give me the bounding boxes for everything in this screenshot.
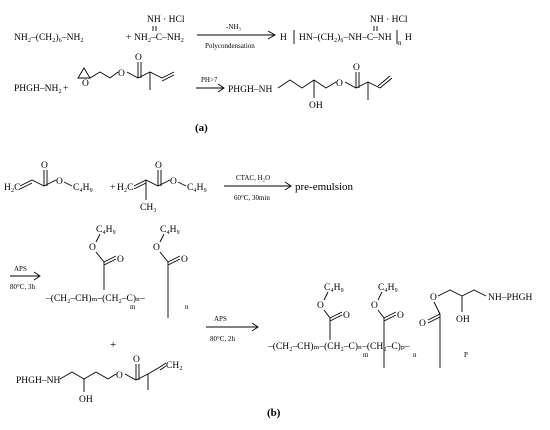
- phgh-nh-group: PHGH–NH: [16, 376, 60, 386]
- polymer-end-h: H: [280, 33, 287, 43]
- butyl-group: C₄H₉: [73, 183, 93, 193]
- polymer-end-h: H: [405, 33, 412, 43]
- ester-oxygen: O: [118, 69, 125, 79]
- carbonyl-oxygen: O: [353, 63, 360, 73]
- vinyl-group: H₂C: [117, 183, 134, 193]
- arrow-condition-top: PH>7: [201, 76, 218, 84]
- ester-oxygen: O: [430, 293, 437, 303]
- subscript-n: n: [185, 303, 189, 311]
- subscript-m: m: [363, 351, 369, 359]
- subscript-n: n: [413, 351, 417, 359]
- carbonyl-oxygen: O: [133, 355, 140, 365]
- vinyl-group: H₂C: [4, 183, 21, 193]
- butyl-group: C₄H₉: [187, 183, 207, 193]
- guanidine-hcl-label: NH · HCl: [147, 15, 185, 25]
- phgh-repeat-unit: HN–(CH₂)₆–NH–C–NH: [299, 32, 392, 43]
- ester-oxygen: O: [371, 301, 378, 311]
- ester-oxygen: O: [116, 371, 123, 381]
- butyl-acrylate: O O C₄H₉: [19, 161, 93, 193]
- butyl-group: C₄H₉: [96, 225, 116, 235]
- butyl-group: C₄H₉: [378, 283, 398, 293]
- guanidine-structure: NH₂–C–NH₂: [134, 33, 184, 43]
- carbonyl-oxygen: O: [135, 53, 142, 63]
- arrow-head: [267, 30, 276, 40]
- carbonyl-oxygen: O: [155, 161, 162, 171]
- subscript-m: m: [130, 303, 136, 311]
- methylene-group: CH₂: [166, 361, 183, 371]
- ester-oxygen: O: [317, 301, 324, 311]
- hydroxyl-group: OH: [456, 315, 470, 325]
- scheme-a: NH₂–(CH₂)₆–NH₂ + NH · HCl NH₂–C–NH₂ -NH₃…: [14, 15, 412, 134]
- scheme-b: H₂C O O C₄H₉ + H₂C CH₃ O O C₄H₉ CTAC,: [4, 161, 532, 419]
- arrow-head: [217, 83, 225, 93]
- carbonyl-oxygen: O: [343, 311, 350, 321]
- pre-emulsion-label: pre-emulsion: [295, 181, 354, 193]
- hexamethylenediamine: NH₂–(CH₂)₆–NH₂: [14, 32, 84, 43]
- glycidyl-methacrylate: O O O: [77, 53, 175, 90]
- nh-phgh-group: NH–PHGH: [488, 293, 532, 303]
- arrow-condition-top: APS: [14, 265, 27, 273]
- arrow-head: [33, 271, 41, 281]
- arrow-condition-top: CTAC, H₂O: [236, 174, 270, 182]
- arrow-condition-bottom: 80°C, 2h: [210, 335, 235, 343]
- repeat-unit-hcl: NH · HCl: [370, 15, 408, 25]
- arrow-condition-bottom: Polycondensation: [205, 42, 255, 50]
- ester-oxygen: O: [89, 243, 96, 253]
- subscript-p: P: [464, 351, 468, 359]
- caption-a: (a): [195, 122, 208, 134]
- phgh-gma-adduct: OH O O: [277, 63, 393, 111]
- hydroxyl-group: OH: [309, 101, 323, 111]
- plus-sign: +: [126, 33, 131, 43]
- arrow-head: [284, 181, 292, 191]
- hydroxyl-group: OH: [79, 395, 93, 405]
- product-phgh-nh: PHGH–NH: [228, 85, 272, 95]
- carbonyl-oxygen: O: [117, 255, 124, 265]
- butyl-group: C₄H₉: [324, 283, 344, 293]
- carbonyl-oxygen: O: [397, 311, 404, 321]
- ester-oxygen: O: [153, 243, 160, 253]
- ester-oxygen: O: [56, 177, 63, 187]
- ester-oxygen: O: [336, 79, 343, 89]
- polymer-backbone: –(CH₂–CH)ₘ–(CH₂–C)ₙ–(CH₂–C)ₚ–: [267, 341, 410, 352]
- polymer-backbone: –(CH₂–CH)ₘ–(CH₂–C)ₙ–: [45, 293, 145, 304]
- carbonyl-oxygen: O: [181, 255, 188, 265]
- copolymer-ba-bma: C₄H₉ O O C₄H₉ O O –(CH₂–CH)ₘ–(CH₂–C)ₙ– m…: [45, 225, 189, 318]
- butyl-group: C₄H₉: [160, 225, 180, 235]
- phgh-gma-monomer: OH O O CH₂: [59, 355, 183, 405]
- arrow-condition-bottom: 60°C, 30min: [234, 194, 270, 202]
- arrow-condition-bottom: 80°C, 3h: [10, 283, 35, 291]
- ester-oxygen: O: [170, 177, 177, 187]
- methyl-group: CH₃: [140, 203, 157, 213]
- epoxide-oxygen: O: [82, 79, 89, 89]
- arrow-condition-top: APS: [214, 315, 227, 323]
- carbonyl-oxygen: O: [419, 319, 426, 329]
- carbonyl-oxygen: O: [41, 161, 48, 171]
- plus-sign: +: [110, 339, 116, 351]
- arrow-head: [251, 322, 259, 332]
- arrow-condition-top: -NH₃: [226, 23, 241, 31]
- caption-b: (b): [267, 407, 281, 419]
- final-copolymer: C₄H₉ O O C₄H₉ O O O OH NH–PHGH O: [267, 283, 532, 368]
- butyl-methacrylate: CH₃ O O C₄H₉: [133, 161, 207, 213]
- plus-sign: +: [110, 183, 115, 193]
- phgh-nh2-reactant: PHGH–NH₂: [14, 84, 62, 94]
- plus-sign: +: [63, 84, 68, 94]
- subscript-n: n: [398, 39, 402, 47]
